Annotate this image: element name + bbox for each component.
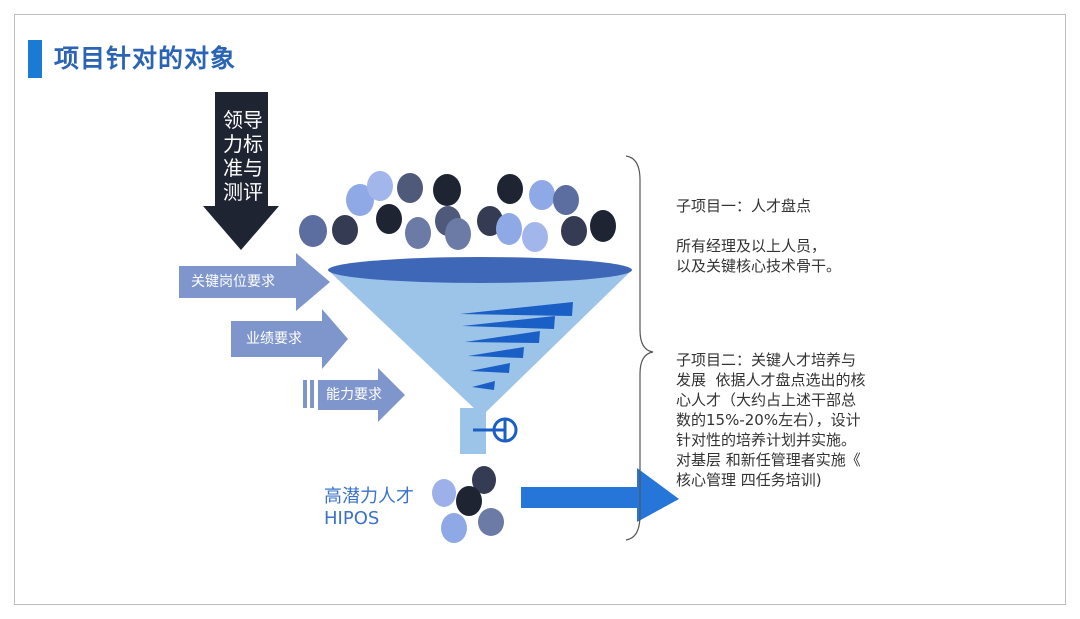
ball — [445, 218, 471, 250]
output-arrow — [521, 468, 679, 522]
ball — [332, 215, 358, 245]
arrow-label-key-position: 关键岗位要求 — [191, 274, 275, 290]
project-two-line: 子项目二：关键人才培养与 — [676, 351, 857, 369]
ball — [553, 185, 579, 215]
project-two: 子项目二：关键人才培养与 发展 依据人才盘点选出的核 心人才（大约占上述干部总 … — [676, 350, 866, 490]
down-arrow-label: 领导力标准与测评 — [223, 108, 263, 204]
valve-icon — [473, 417, 518, 443]
ball — [590, 210, 616, 242]
project-one-heading: 子项目一：人才盘点 — [676, 197, 812, 215]
project-two-line: 心人才（大约占上述干部总 — [676, 391, 857, 409]
project-two-line: 发展 依据人才盘点选出的核 — [676, 371, 866, 389]
down-arrow — [203, 92, 279, 250]
ball — [522, 222, 548, 252]
talent-balls — [299, 171, 616, 252]
arrow-label-performance: 业绩要求 — [246, 331, 302, 347]
funnel-rim — [328, 257, 632, 283]
arrow-label-competency: 能力要求 — [326, 387, 382, 403]
ball — [472, 466, 496, 494]
page-title: 项目针对的对象 — [54, 44, 237, 73]
brace — [625, 155, 654, 541]
ball — [367, 171, 393, 201]
ball — [529, 180, 555, 210]
project-one-line: 所有经理及以上人员， — [676, 237, 827, 255]
arrow-competency — [303, 368, 405, 422]
project-two-line: 数的15%-20%左右），设计 — [676, 411, 861, 429]
funnel — [328, 257, 632, 454]
arrow-key-position — [179, 253, 330, 311]
output-label-cn: 高潜力人才 — [324, 486, 414, 507]
ball — [497, 174, 523, 204]
output-balls — [432, 466, 504, 543]
project-one: 子项目一：人才盘点 所有经理及以上人员， 以及关键核心技术骨干。 — [676, 196, 841, 276]
ball — [405, 217, 431, 249]
project-two-line: 核心管理 四任务培训) — [676, 471, 822, 489]
ball — [456, 486, 482, 516]
ball — [478, 508, 504, 536]
ball — [346, 184, 374, 216]
project-two-line: 针对性的培养计划并实施。 — [676, 431, 857, 449]
arrow-performance — [231, 309, 348, 369]
ball — [299, 215, 327, 247]
ball — [561, 216, 587, 246]
output-label: 高潜力人才 HIPOS — [324, 486, 414, 530]
project-one-line: 以及关键核心技术骨干。 — [676, 257, 842, 275]
project-two-line: 对基层 和新任管理者实施《 — [676, 451, 861, 469]
ball — [441, 513, 467, 543]
title-accent-bar — [28, 40, 42, 78]
ball — [496, 213, 522, 245]
ball — [376, 204, 402, 234]
output-label-en: HIPOS — [324, 508, 380, 529]
ball — [433, 174, 461, 206]
ball — [397, 173, 423, 203]
ball — [432, 479, 456, 507]
